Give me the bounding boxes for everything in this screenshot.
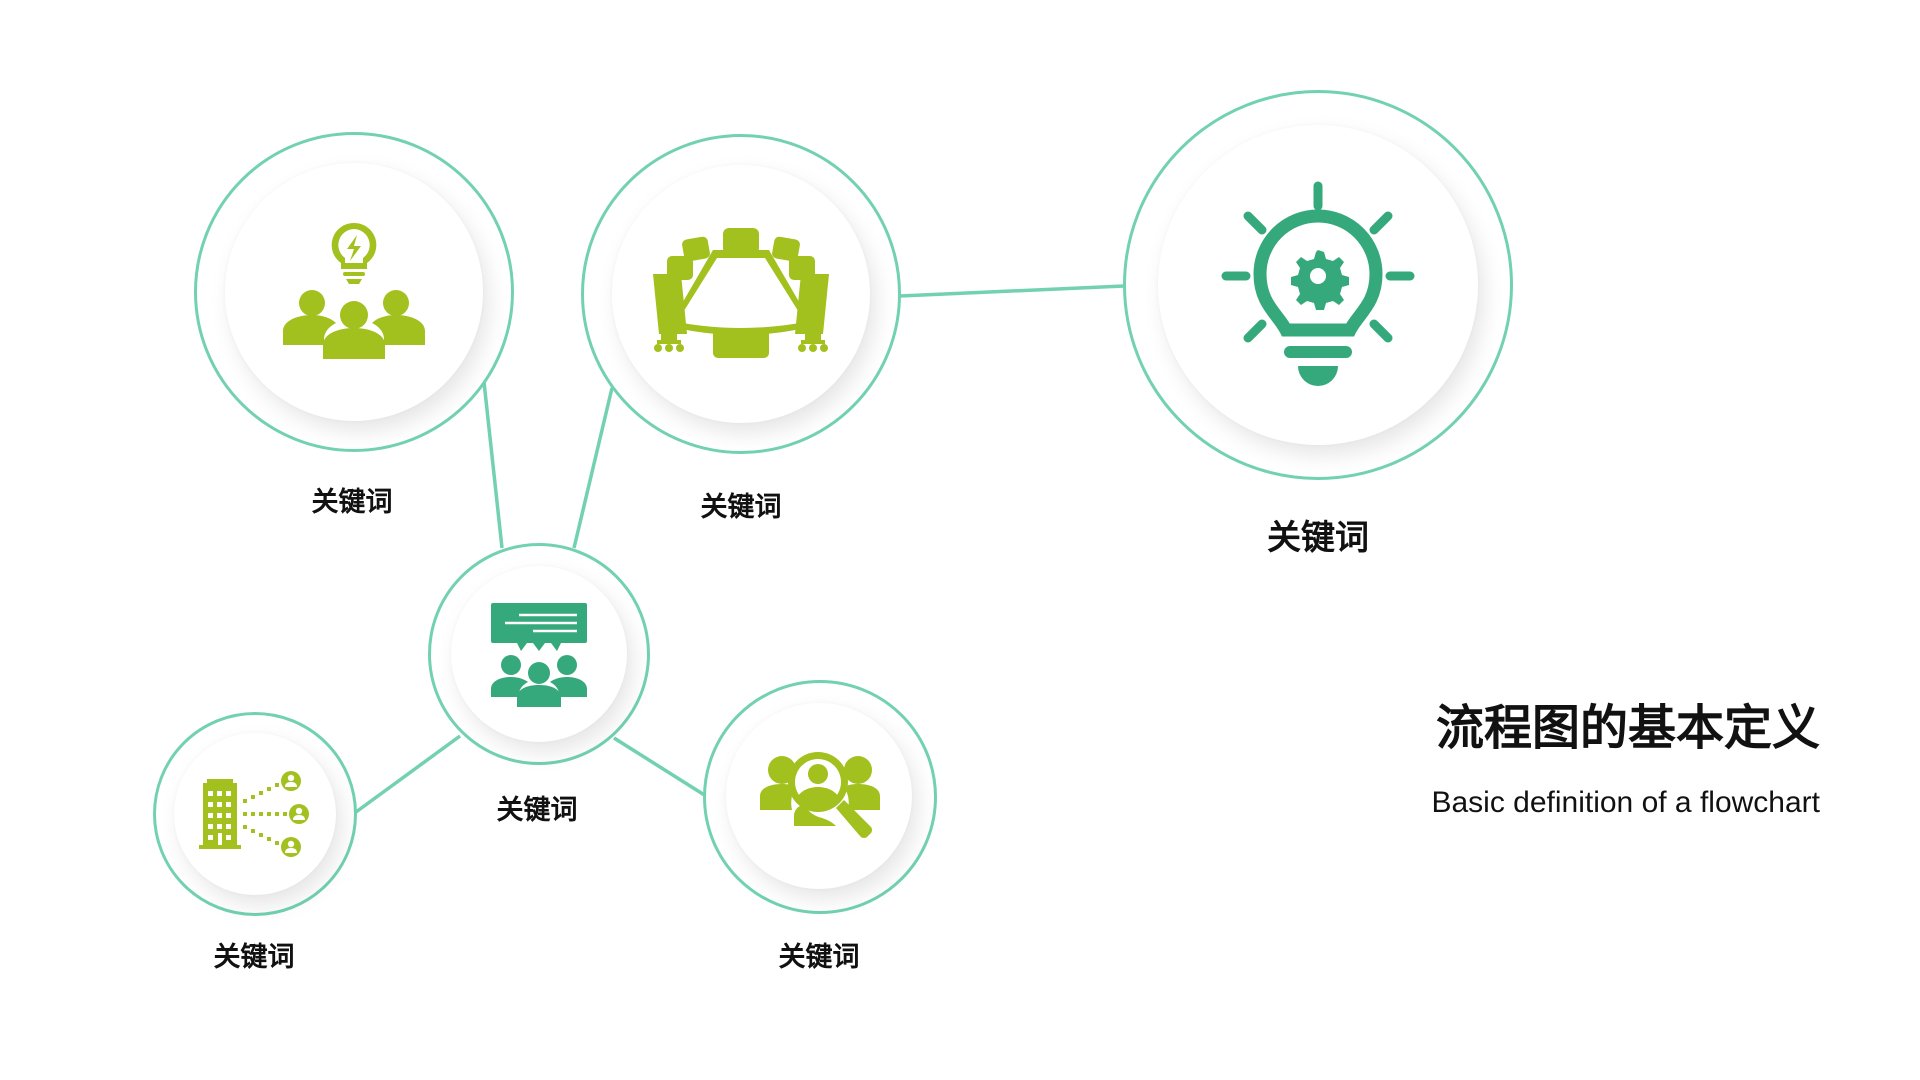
connector-discussion-to-search <box>613 736 707 798</box>
group-discussion-icon <box>491 603 587 707</box>
slide-subtitle: Basic definition of a flowchart <box>1431 786 1820 819</box>
lightbulb-gear-icon <box>1221 181 1415 386</box>
conference-table-icon <box>653 228 829 358</box>
connector-meeting-to-idea <box>899 284 1125 298</box>
connector-team-to-discussion <box>482 381 504 549</box>
node-company-network[interactable] <box>153 712 357 916</box>
node-team-idea[interactable] <box>194 132 514 452</box>
connector-discussion-to-company <box>354 734 462 814</box>
node-idea-gear[interactable] <box>1123 90 1513 480</box>
slide-title: 流程图的基本定义 <box>1435 700 1820 756</box>
people-search-icon <box>760 752 880 838</box>
connector-meeting-to-discussion <box>572 387 614 549</box>
building-network-icon <box>199 771 309 857</box>
team-lightbulb-icon <box>283 222 425 359</box>
node-talent-search[interactable] <box>703 680 937 914</box>
node-label: 关键词 <box>311 487 393 518</box>
node-label: 关键词 <box>496 795 578 826</box>
node-label: 关键词 <box>1267 518 1369 558</box>
node-label: 关键词 <box>700 492 782 523</box>
node-label: 关键词 <box>213 942 295 973</box>
node-discussion[interactable] <box>428 543 650 765</box>
node-label: 关键词 <box>778 942 860 973</box>
node-meeting-table[interactable] <box>581 134 901 454</box>
